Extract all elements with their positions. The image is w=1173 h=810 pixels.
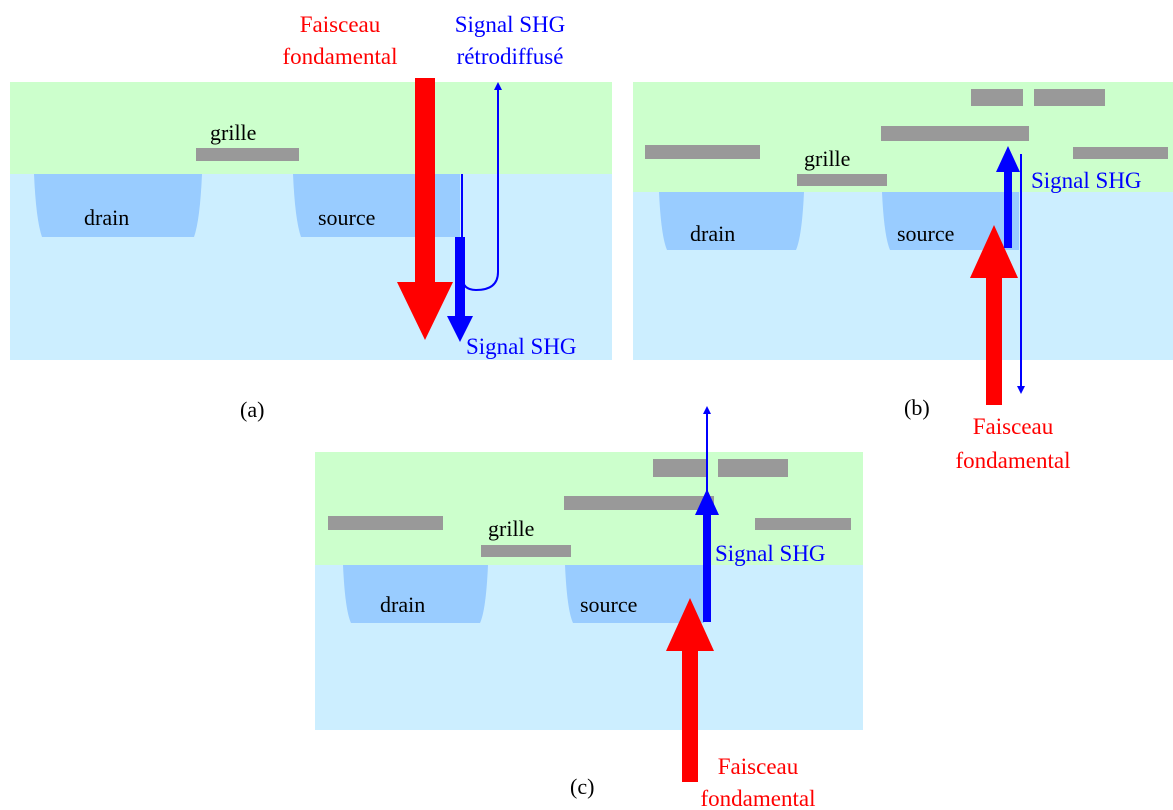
- panel-b: grille drain source Signal SHG Faisceau …: [633, 82, 1173, 473]
- metal-line: [645, 145, 760, 159]
- fundamental-label-line1: Faisceau: [300, 12, 381, 37]
- fundamental-beam-arrow: [970, 225, 1018, 405]
- fundamental-label-line1: Faisceau: [718, 754, 799, 779]
- shg-signal-arrow: [996, 146, 1020, 248]
- metal-line: [328, 516, 443, 530]
- shg-signal-arrow: [695, 489, 719, 622]
- backscattered-label-line1: Signal SHG: [455, 12, 566, 37]
- fundamental-label-line2: fondamental: [956, 448, 1071, 473]
- oxide-layer: [10, 82, 612, 174]
- gate-electrode: [196, 148, 299, 161]
- drain-well: [343, 565, 488, 623]
- metal-line: [718, 459, 788, 477]
- fundamental-label-line2: fondamental: [701, 786, 816, 810]
- gate-electrode: [797, 174, 887, 186]
- shg-label: Signal SHG: [1031, 168, 1142, 193]
- fundamental-label-line1: Faisceau: [973, 414, 1054, 439]
- metal-line: [881, 126, 1029, 141]
- metal-line: [653, 459, 707, 477]
- gate-label: grille: [804, 146, 850, 171]
- panel-c: grille drain source Signal SHG Faisceau …: [315, 406, 863, 810]
- panel-caption: (b): [904, 395, 930, 420]
- metal-line: [971, 89, 1023, 106]
- fundamental-beam-arrow: [397, 78, 453, 340]
- drain-well: [659, 192, 804, 250]
- metal-line: [1073, 147, 1168, 159]
- source-well: [882, 192, 1019, 250]
- shg-signal-arrow: [447, 237, 473, 342]
- panel-caption: (a): [240, 397, 264, 422]
- source-well: [565, 565, 704, 623]
- drain-label: drain: [84, 205, 129, 230]
- fundamental-beam-arrow: [666, 598, 714, 782]
- fundamental-label-line2: fondamental: [283, 44, 398, 69]
- metal-line: [1034, 89, 1105, 106]
- backscattered-shg-arrow: [461, 82, 502, 292]
- drain-label: drain: [690, 221, 735, 246]
- shg-label: Signal SHG: [715, 541, 826, 566]
- gate-electrode: [481, 545, 571, 557]
- source-label: source: [580, 592, 637, 617]
- drain-label: drain: [380, 592, 425, 617]
- metal-line: [564, 496, 714, 510]
- gate-label: grille: [210, 120, 256, 145]
- shg-label: Signal SHG: [466, 334, 577, 359]
- source-label: source: [318, 205, 375, 230]
- drain-well: [34, 174, 202, 237]
- panel-caption: (c): [570, 774, 594, 799]
- metal-line: [755, 518, 851, 530]
- panel-a: grille drain source Faisceau fondamental…: [10, 12, 612, 422]
- backscattered-label-line2: rétrodiffusé: [457, 44, 564, 69]
- source-label: source: [897, 221, 954, 246]
- gate-label: grille: [488, 516, 534, 541]
